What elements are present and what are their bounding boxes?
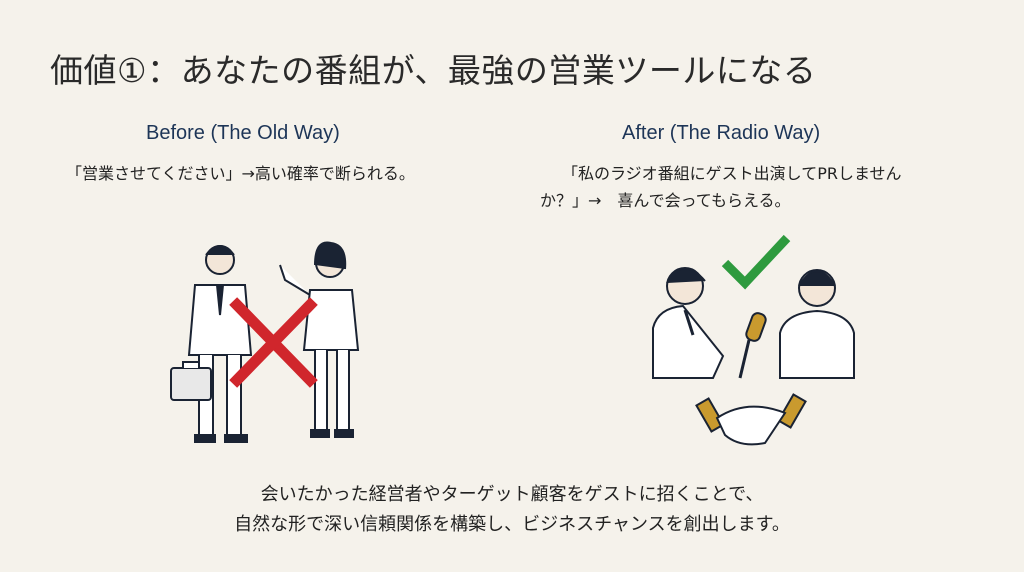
after-text: 「私のラジオ番組にゲスト出演してPRしません か？」→ 喜んで会ってもらえる。	[540, 160, 902, 214]
green-check-icon	[721, 234, 791, 290]
summary-text: 会いたかった経営者やターゲット顧客をゲストに招くことで、 自然な形で深い信頼関係…	[0, 480, 1024, 540]
summary-line1: 会いたかった経営者やターゲット顧客をゲストに招くことで、	[260, 484, 764, 505]
before-heading: Before (The Old Way)	[146, 122, 340, 144]
interview-illustration	[652, 234, 855, 446]
after-text-line1: 「私のラジオ番組にゲスト出演してPRしません	[562, 164, 902, 183]
microphone-icon	[738, 312, 767, 379]
slide-title: 価値①：あなたの番組が、最強の営業ツールになる	[50, 51, 817, 90]
guest-figure	[779, 269, 855, 379]
after-text-line2: か？」→ 喜んで会ってもらえる。	[540, 191, 791, 210]
interviewer-figure	[652, 267, 725, 379]
after-heading: After (The Radio Way)	[622, 122, 821, 144]
rejection-illustration	[170, 241, 360, 443]
handshake-icon	[695, 393, 807, 446]
red-x-icon	[229, 297, 318, 388]
summary-line2: 自然な形で深い信頼関係を構築し、ビジネスチャンスを創出します。	[234, 514, 790, 535]
businesswoman-figure	[279, 241, 360, 438]
before-text: 「営業させてください」→高い確率で断られる。	[66, 164, 415, 183]
businessman-figure	[170, 245, 253, 443]
